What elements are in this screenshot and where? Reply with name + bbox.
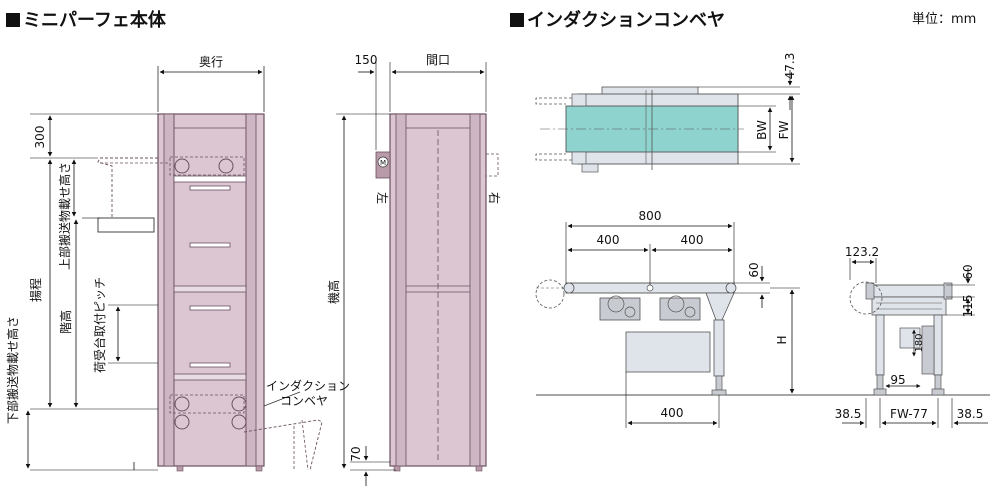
dim-400b: 400 (681, 233, 704, 247)
motor-icon: M (380, 159, 386, 167)
dim-pitch: 荷受台取付ピッチ (92, 277, 107, 373)
title-conveyor: インダクションコンベヤ (510, 6, 725, 32)
dim-depth: 奥行 (199, 55, 223, 69)
dim-fw: FW (777, 120, 791, 139)
side-view: インダクション コンベヤ 奥行 300 揚程 下部搬送物載せ高さ 上部搬送物載せ… (5, 55, 350, 472)
dim-38-5a: 38.5 (835, 407, 862, 421)
dim-fw-77: FW-77 (890, 407, 928, 421)
dim-400c: 400 (661, 406, 684, 420)
front-view: M 左 右 150 間口 機高 70 (326, 53, 502, 486)
dim-floor-height: 階高 (58, 310, 73, 334)
dim-end-60: 60 (961, 264, 975, 279)
title-main-unit: ミニパーフェ本体 (6, 6, 166, 32)
dim-lift: 揚程 (28, 278, 43, 302)
dim-400a: 400 (597, 233, 620, 247)
dim-bw: BW (755, 120, 769, 140)
dim-300: 300 (33, 126, 47, 149)
title-square-icon (510, 13, 524, 27)
dim-width: 間口 (426, 53, 450, 67)
dim-38-5b: 38.5 (957, 407, 984, 421)
dim-123-2: 123.2 (845, 245, 879, 259)
title-conveyor-text: インダクションコンベヤ (527, 10, 725, 31)
conveyor-top-view: 47.3 BW FW (535, 53, 800, 173)
dim-47-3: 47.3 (783, 53, 797, 80)
label-right: 右 (487, 192, 502, 204)
title-main-unit-text: ミニパーフェ本体 (23, 10, 166, 31)
conveyor-end-view: 123.2 60 115 180 95 38.5 FW-77 38.5 (835, 245, 988, 428)
dim-machine-height: 機高 (326, 280, 341, 304)
conveyor-side-view: 800 400 400 60 H 400 (535, 209, 990, 428)
dim-800: 800 (639, 209, 662, 223)
label-left: 左 (375, 192, 390, 204)
title-square-icon (6, 13, 20, 27)
label-conveyor-line2: コンベヤ (280, 394, 328, 408)
dim-180: 180 (914, 333, 925, 352)
dim-lower-height: 下部搬送物載せ高さ (5, 316, 20, 424)
dim-side-60: 60 (747, 262, 761, 277)
dim-upper-height: 上部搬送物載せ高さ (57, 162, 72, 270)
unit-label: 単位：mm (912, 12, 977, 27)
label-conveyor-line1: インダクション (266, 378, 350, 393)
dim-h: H (775, 335, 789, 344)
dim-95: 95 (890, 373, 905, 387)
dim-115: 115 (961, 295, 975, 318)
dim-70: 70 (349, 446, 363, 461)
dim-150: 150 (355, 53, 378, 67)
